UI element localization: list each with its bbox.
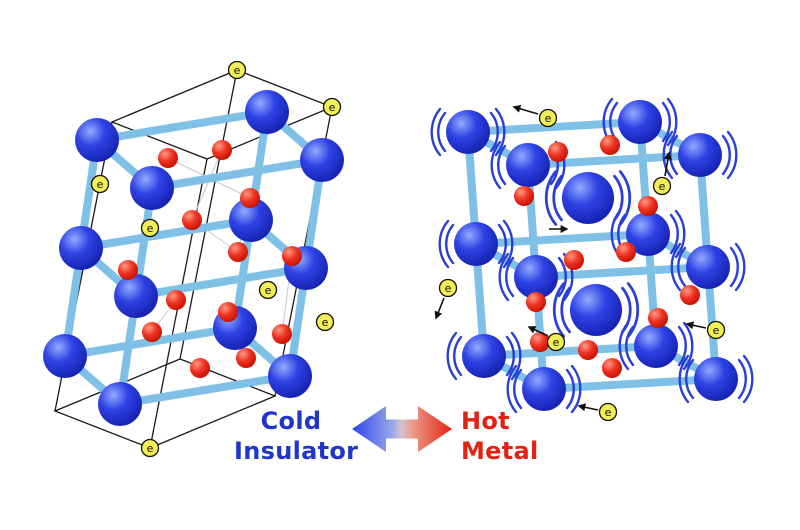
large-atom (634, 324, 678, 368)
cold-hot-arrow (352, 406, 452, 452)
svg-text:e: e (329, 101, 336, 114)
large-atom (454, 222, 498, 266)
large-atom (98, 382, 142, 426)
electron: e (438, 278, 458, 298)
large-atom-center (570, 284, 622, 336)
electrons: e e e e e e e (90, 60, 342, 458)
electron: e (258, 280, 278, 300)
small-atom (228, 242, 248, 262)
motion-arrows (434, 104, 707, 412)
electrons: e e e e e e (438, 108, 726, 422)
large-atom (130, 166, 174, 210)
small-atoms (118, 140, 302, 378)
small-atom (158, 148, 178, 168)
small-atom (142, 322, 162, 342)
electron: e (538, 108, 558, 128)
small-atom (602, 358, 622, 378)
svg-text:e: e (147, 222, 154, 235)
svg-text:e: e (265, 284, 272, 297)
small-atom (240, 188, 260, 208)
small-atoms (514, 135, 700, 378)
svg-text:e: e (605, 406, 612, 419)
small-atom (648, 308, 668, 328)
large-atom-center (562, 172, 614, 224)
large-atom (114, 274, 158, 318)
cold-label-line1: Cold (260, 407, 322, 435)
electron: e (140, 218, 160, 238)
small-atom (182, 210, 202, 230)
large-atom (229, 198, 273, 242)
large-atom (462, 334, 506, 378)
large-atom (43, 334, 87, 378)
svg-text:e: e (545, 112, 552, 125)
right-structure: e e e e e e (430, 97, 754, 422)
small-atom (564, 250, 584, 270)
large-atom (514, 255, 558, 299)
small-atom (282, 246, 302, 266)
large-atom (618, 100, 662, 144)
electron: e (315, 312, 335, 332)
left-structure: e e e e e e e (43, 60, 344, 458)
small-atom (190, 358, 210, 378)
svg-text:e: e (322, 316, 329, 329)
cold-label-line2: Insulator (234, 437, 359, 465)
svg-text:e: e (97, 178, 104, 191)
small-atom (514, 186, 534, 206)
small-atom (166, 290, 186, 310)
small-atom (212, 140, 232, 160)
large-atom (522, 367, 566, 411)
electron: e (546, 332, 566, 352)
small-atom (680, 285, 700, 305)
small-atom (218, 302, 238, 322)
large-atom (678, 133, 722, 177)
hot-label-line1: Hot (461, 407, 510, 435)
small-atom (118, 260, 138, 280)
electron: e (706, 320, 726, 340)
small-atom (616, 242, 636, 262)
large-atom (245, 90, 289, 134)
small-atom (578, 340, 598, 360)
large-atom (446, 110, 490, 154)
electron: e (90, 174, 110, 194)
electron: e (322, 97, 342, 117)
large-atom (686, 245, 730, 289)
svg-text:e: e (234, 64, 241, 77)
large-atom (268, 354, 312, 398)
small-atom (548, 142, 568, 162)
svg-text:e: e (713, 324, 720, 337)
large-atom (59, 226, 103, 270)
hot-label-line2: Metal (461, 437, 539, 465)
large-atoms (446, 100, 738, 411)
electron: e (227, 60, 247, 80)
electron: e (652, 176, 672, 196)
small-atom (236, 348, 256, 368)
small-atom (526, 292, 546, 312)
large-atom (694, 357, 738, 401)
svg-text:e: e (147, 442, 154, 455)
large-atom (506, 143, 550, 187)
small-atom (530, 332, 550, 352)
small-atom (638, 196, 658, 216)
svg-text:e: e (659, 180, 666, 193)
cold-insulator-label: Cold Insulator (234, 406, 359, 466)
svg-text:e: e (445, 282, 452, 295)
large-atom (300, 138, 344, 182)
small-atom (272, 324, 292, 344)
large-atom (75, 118, 119, 162)
electron: e (140, 438, 160, 458)
large-atom (626, 212, 670, 256)
hot-metal-label: Hot Metal (461, 406, 571, 466)
svg-text:e: e (553, 336, 560, 349)
small-atom (600, 135, 620, 155)
electron: e (598, 402, 618, 422)
